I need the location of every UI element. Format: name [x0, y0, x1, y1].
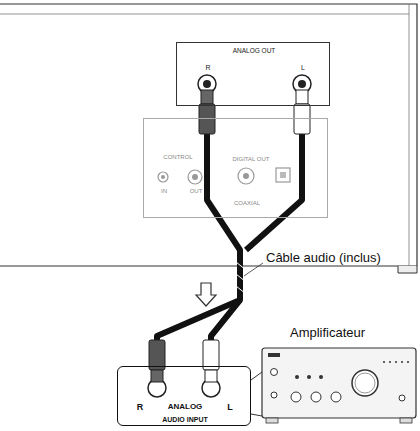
indicator — [407, 361, 409, 363]
indicator — [383, 361, 385, 363]
headphone-jack — [271, 392, 277, 398]
knob — [291, 392, 301, 402]
panel-label: COAXIAL — [234, 200, 260, 206]
direction-arrow — [196, 283, 216, 306]
indicator — [395, 361, 397, 363]
plug — [199, 104, 215, 134]
optical-jack — [276, 168, 290, 182]
housing-foot — [398, 266, 417, 273]
amplifier-foot — [266, 418, 278, 423]
device-label: Amplificateur — [288, 326, 367, 340]
panel-label: L — [301, 64, 305, 71]
plug — [201, 90, 213, 104]
coaxial-jack — [238, 168, 254, 184]
plug — [296, 90, 308, 104]
jack — [188, 170, 202, 184]
plug — [151, 370, 163, 382]
brand-badge — [268, 353, 280, 357]
volume-knob — [352, 370, 378, 396]
panel-label: R — [137, 403, 144, 412]
button — [307, 375, 311, 379]
indicator — [389, 361, 391, 363]
callout-pointer — [251, 372, 262, 416]
amplifier-foot — [400, 418, 412, 423]
panel-label: L — [227, 403, 233, 412]
optical-jack — [280, 172, 286, 178]
panel-label: ANALOG OUT — [233, 48, 276, 55]
leader-line — [244, 263, 263, 276]
jack — [192, 174, 198, 180]
panel-label: OUT — [190, 188, 203, 194]
button — [295, 375, 299, 379]
panel-label: R — [205, 64, 210, 71]
selector — [399, 395, 405, 401]
panel-label: AUDIO INPUT — [162, 416, 208, 423]
plug — [205, 370, 217, 382]
panel-label: DIGITAL OUT — [232, 156, 269, 162]
cable-wire — [246, 130, 302, 250]
button — [319, 375, 323, 379]
plug — [294, 104, 310, 134]
audio-cable — [157, 106, 240, 366]
panel-label: IN — [161, 188, 167, 194]
panel-label: ANALOG — [168, 403, 203, 411]
jack — [203, 80, 211, 88]
jack — [158, 172, 168, 182]
output-panel: ANALOG OUT R L — [176, 42, 330, 106]
knob — [331, 392, 341, 402]
knob — [311, 392, 321, 402]
control-panel: CONTROL IN OUT DIGITAL OUT COAXIAL — [143, 118, 328, 218]
jack — [161, 175, 165, 179]
panel-label: CONTROL — [163, 154, 192, 160]
indicator — [401, 361, 403, 363]
jack — [298, 80, 306, 88]
power-button — [271, 369, 278, 376]
amplifier-body — [262, 348, 416, 418]
cable-label: Câble audio (inclus) — [264, 251, 383, 265]
volume-knob — [355, 373, 375, 393]
indicator-row — [383, 361, 409, 363]
coaxial-jack — [243, 173, 249, 179]
housing-edge — [409, 4, 410, 266]
input-panel: R ANALOG L AUDIO INPUT — [117, 366, 251, 426]
cable-twist — [236, 262, 246, 294]
housing-edge — [0, 14, 409, 15]
